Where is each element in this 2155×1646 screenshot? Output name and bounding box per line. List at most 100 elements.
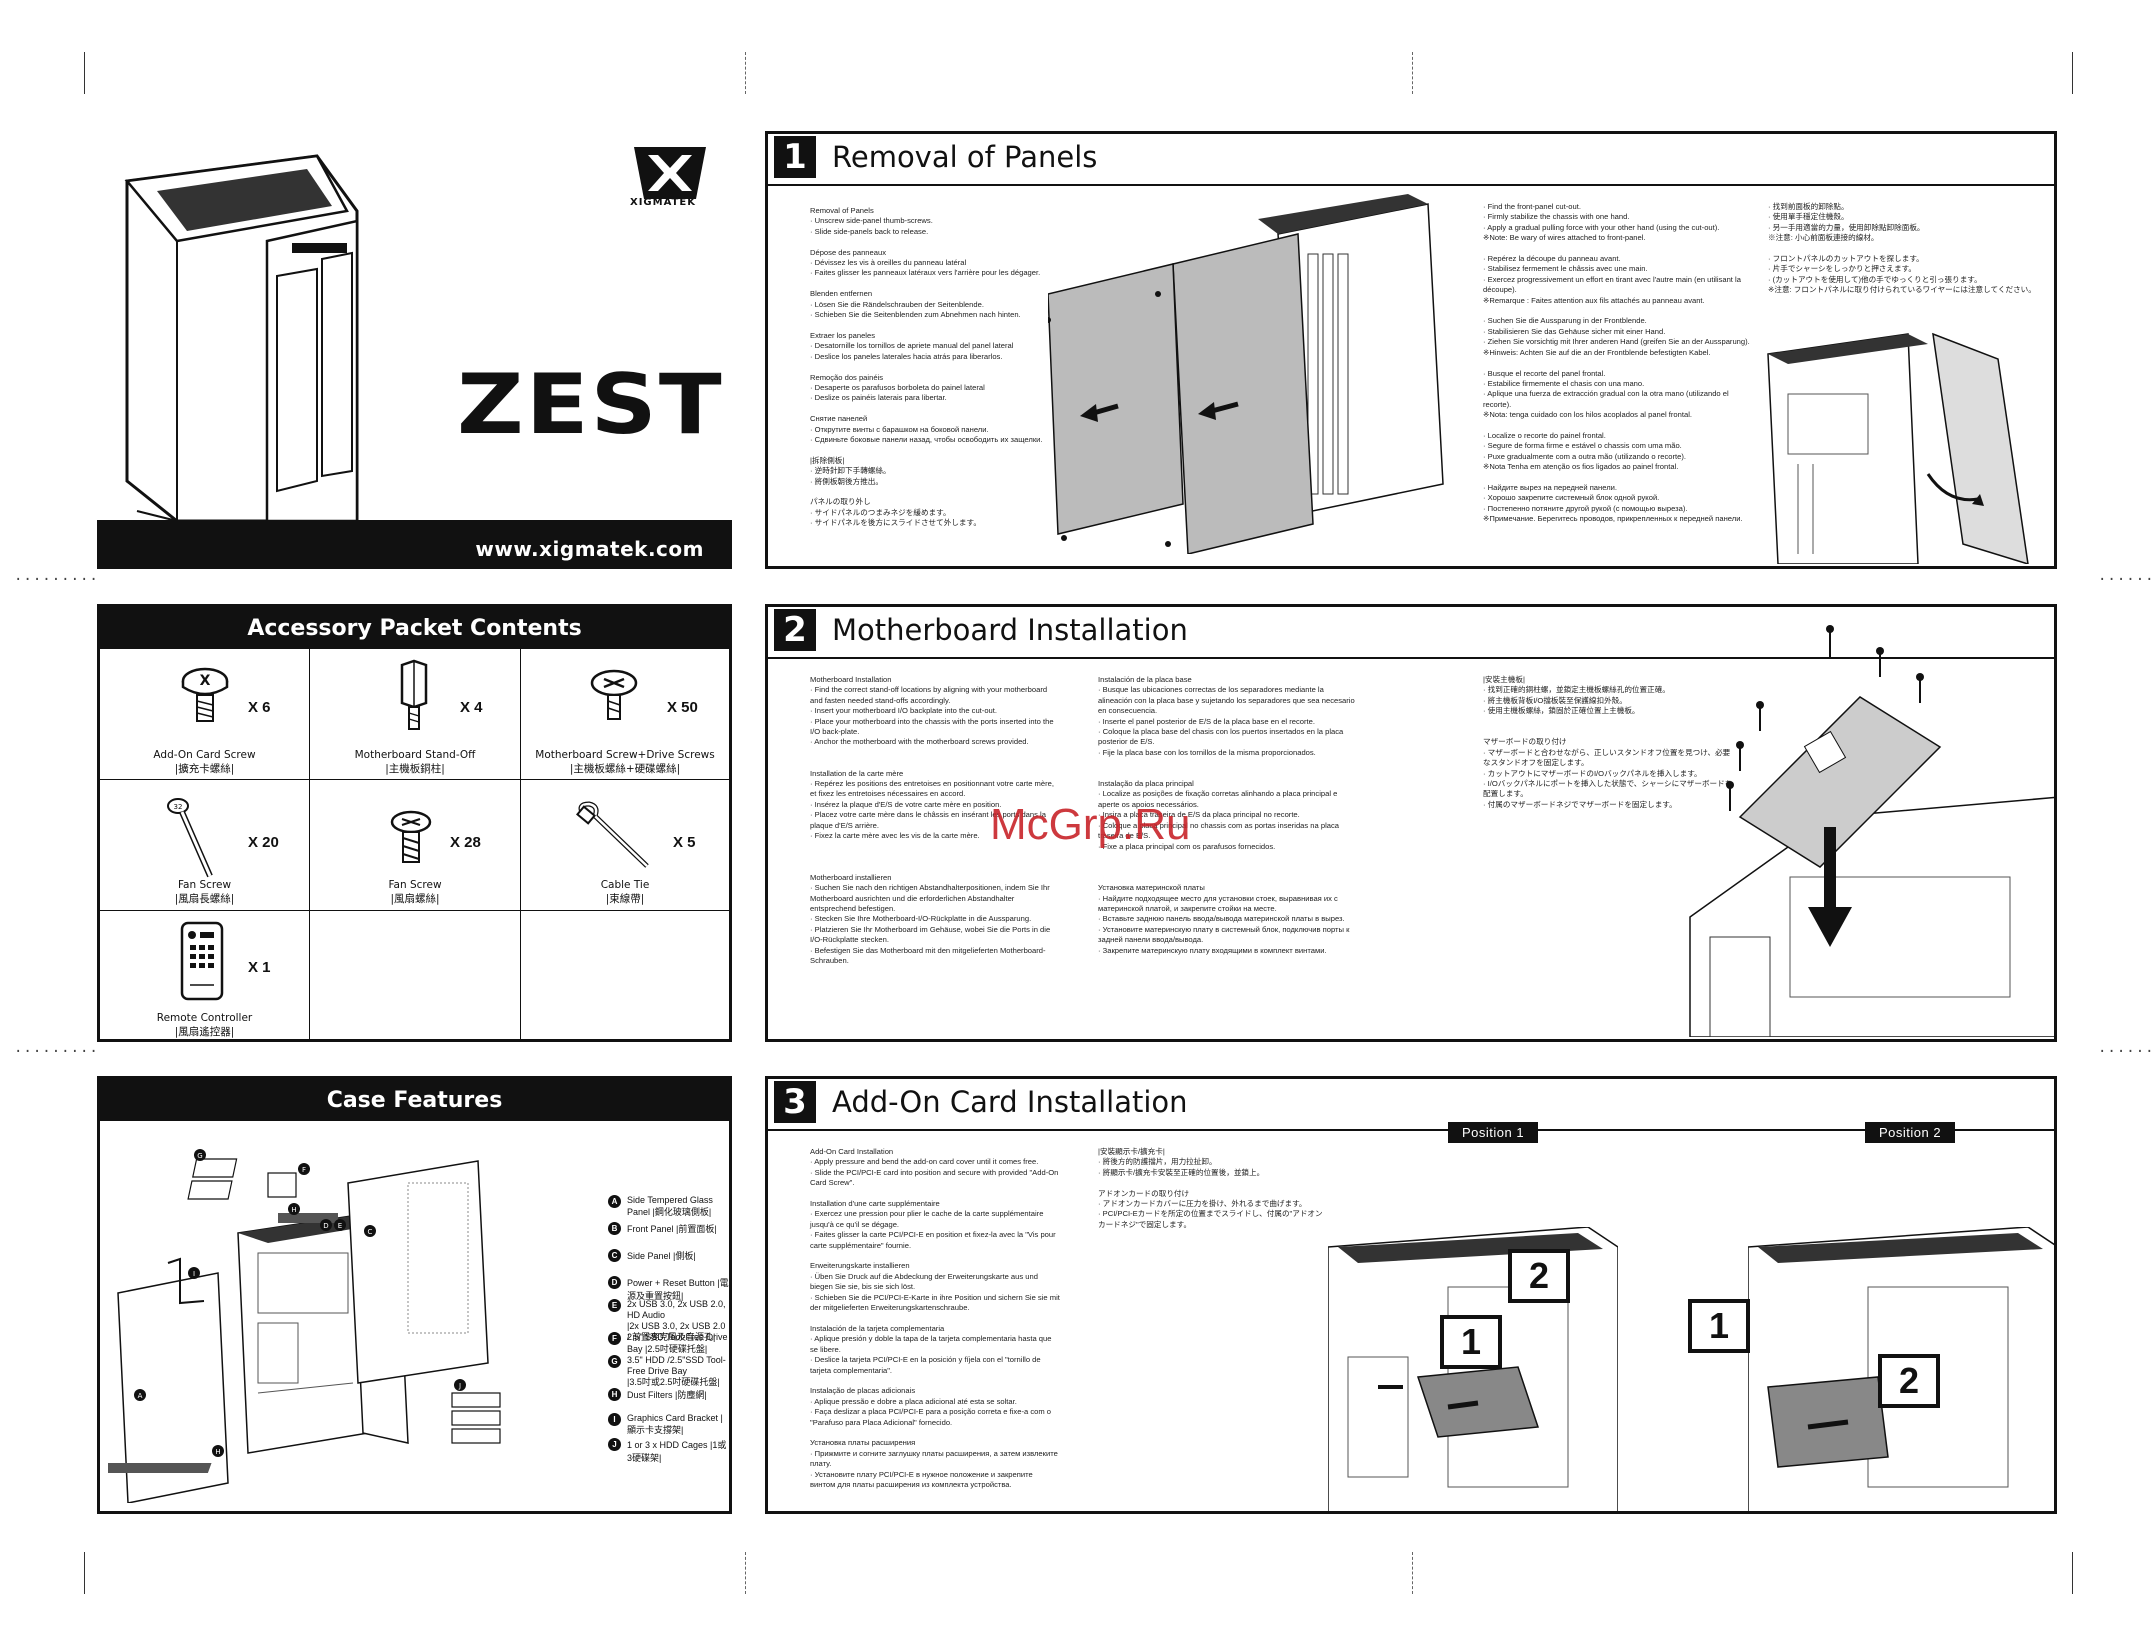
- step1-instructions-col1: Removal of Panels · Unscrew side-panel t…: [810, 206, 1043, 528]
- svg-text:C: C: [368, 1228, 373, 1236]
- features-title: Case Features: [100, 1079, 729, 1121]
- feature-item: B Front Panel |前置面板|: [608, 1222, 717, 1235]
- svg-text:X: X: [200, 673, 211, 689]
- feature-item: H Dust Filters |防塵網|: [608, 1388, 707, 1401]
- accessory-qty: X 6: [248, 699, 271, 716]
- feature-badge: E: [608, 1299, 621, 1312]
- features-panel: Case Features A B C G F H H D E I: [97, 1076, 732, 1514]
- fold-mark: ·········: [14, 572, 99, 588]
- accessory-name: Remote Controller: [156, 1012, 253, 1024]
- cover-panel: XIGMATEK ZEST www.xigmatek.com: [97, 131, 732, 569]
- accessory-item: X X 6 Add-On Card Screw |擴充卡螺絲|: [100, 649, 310, 780]
- accessory-name-zh: |主機板螺絲+硬碟螺絲|: [569, 763, 681, 775]
- fold-mark: ·········: [2098, 1044, 2155, 1060]
- accessory-name: Motherboard Stand-Off: [354, 749, 476, 761]
- accessory-name-zh: |風扇螺絲|: [390, 893, 440, 905]
- feature-text: 1 or 3 x HDD Cages |1或3硬碟架|: [627, 1440, 727, 1463]
- front-panel-removal-illustration: [1767, 332, 2029, 564]
- feature-item: J 1 or 3 x HDD Cages |1或3硬碟架|: [608, 1438, 729, 1464]
- fold-mark: [745, 1552, 746, 1594]
- svg-text:J: J: [458, 1382, 461, 1390]
- fold-mark: ·········: [2098, 572, 2155, 588]
- accessory-qty: X 1: [248, 959, 271, 976]
- position-1-illustration: [1328, 1227, 1618, 1511]
- accessory-qty: X 50: [667, 699, 698, 716]
- feature-text: Dust Filters |防塵網|: [627, 1390, 707, 1400]
- panel-removal-illustration: [1048, 194, 1444, 554]
- remote-icon: [180, 921, 224, 1001]
- step-marker-2: 2: [1878, 1354, 1940, 1408]
- accessory-item: X 50 Motherboard Screw+Drive Screws |主機板…: [521, 649, 729, 780]
- feature-item: G 3.5" HDD /2.5"SSD Tool-Free Drive Bay |…: [608, 1355, 729, 1388]
- feature-text: Graphics Card Bracket |顯示卡支撐架|: [627, 1413, 723, 1435]
- accessory-qty: X 28: [450, 834, 481, 851]
- fold-mark: ·········: [14, 1044, 99, 1060]
- feature-text: 3.5" HDD /2.5"SSD Tool-Free Drive Bay |3…: [627, 1355, 726, 1387]
- feature-badge: B: [608, 1222, 621, 1235]
- step1-instructions-col2: · Find the front-panel cut-out. · Firmly…: [1483, 202, 1750, 524]
- step2-instructions-col1: Motherboard Installation · Find the corr…: [810, 675, 1054, 965]
- website-link[interactable]: www.xigmatek.com: [475, 537, 704, 561]
- fold-mark: [745, 52, 746, 94]
- step-marker-1: 1: [1688, 1299, 1750, 1353]
- step-number: 2: [774, 609, 816, 651]
- accessory-title: Accessory Packet Contents: [100, 607, 729, 649]
- step2-instructions-col3: |安裝主機板| · 找到正確的銅柱螺，並鎖定主機板螺絲孔的位置正確。 · 將主機…: [1483, 675, 1733, 809]
- svg-text:32: 32: [174, 803, 183, 811]
- cable-tie-icon: [576, 801, 649, 868]
- accessory-name-zh: |束線帶|: [605, 893, 645, 905]
- svg-text:D: D: [323, 1222, 328, 1230]
- svg-text:E: E: [338, 1222, 342, 1230]
- step-marker-1: 1: [1440, 1315, 1502, 1369]
- fan-screw-icon: [390, 810, 432, 863]
- accessory-qty: X 5: [673, 834, 696, 851]
- brand-name: XIGMATEK: [630, 197, 696, 208]
- exploded-view-illustration: A B C G F H H D E I J: [108, 1149, 501, 1503]
- accessory-qty: X 4: [460, 699, 483, 716]
- accessory-empty-cell: [521, 911, 729, 1039]
- feature-text: 2.5" SSD Tool-Free Drive Bay |2.5吋硬碟托盤|: [627, 1332, 728, 1354]
- feature-text: Side Panel |側板|: [627, 1251, 696, 1261]
- cover-footer-bar: www.xigmatek.com: [97, 520, 732, 569]
- accessory-name-zh: |風扇長螺絲|: [174, 893, 235, 905]
- feature-badge: A: [608, 1195, 621, 1208]
- feature-badge: F: [608, 1332, 621, 1345]
- accessory-item: X 28 Fan Screw |風扇螺絲|: [310, 780, 521, 911]
- svg-text:G: G: [197, 1152, 202, 1160]
- feature-badge: D: [608, 1276, 621, 1289]
- feature-badge: G: [608, 1355, 621, 1368]
- step-divider: [768, 1129, 2054, 1131]
- step2-panel: 2 Motherboard Installation Motherboard I…: [765, 604, 2057, 1042]
- standoff-icon: [400, 659, 428, 730]
- accessory-qty: X 20: [248, 834, 279, 851]
- step3-instructions-col1: Add-On Card Installation · Apply pressur…: [810, 1147, 1060, 1489]
- feature-badge: J: [608, 1438, 621, 1451]
- fold-mark: [1412, 1552, 1413, 1594]
- accessory-name: Cable Tie: [600, 879, 650, 891]
- accessory-grid: X X 6 Add-On Card Screw |擴充卡螺絲| X 4 Moth…: [100, 649, 729, 1039]
- screw-icon: [590, 669, 638, 720]
- position-1-label: Position 1: [1448, 1122, 1539, 1143]
- motherboard-install-illustration: [1689, 625, 2054, 1037]
- long-screw-icon: 32: [167, 798, 213, 878]
- feature-badge: I: [608, 1413, 621, 1426]
- step-marker-2: 2: [1508, 1249, 1570, 1303]
- feature-badge: H: [608, 1388, 621, 1401]
- step3-instructions-col2: |安裝顯示卡/擴充卡| · 將後方的防護擋片，用力拉扯卸。 · 將顯示卡/擴充卡…: [1098, 1147, 1323, 1229]
- step-title: Add-On Card Installation: [832, 1085, 1188, 1119]
- feature-text: Front Panel |前置面板|: [627, 1224, 717, 1234]
- step-title: Removal of Panels: [832, 140, 1098, 174]
- accessory-name-zh: |擴充卡螺絲|: [174, 763, 235, 775]
- svg-text:F: F: [302, 1166, 306, 1174]
- accessory-item: X 5 Cable Tie |束線帶|: [521, 780, 729, 911]
- accessory-name-zh: |主機板銅柱|: [385, 763, 445, 775]
- watermark: McGrp.Ru: [990, 800, 1191, 849]
- accessory-empty-cell: [310, 911, 521, 1039]
- feature-text: Power + Reset Button |電源及重置按鈕|: [627, 1278, 729, 1301]
- accessory-name: Motherboard Screw+Drive Screws: [535, 749, 715, 761]
- product-name: ZEST: [457, 356, 724, 453]
- crop-mark: [2072, 52, 2073, 94]
- accessory-panel: Accessory Packet Contents X X 6 Add-On C…: [97, 604, 732, 1042]
- step1-instructions-col3: · 找到前面板的卸除點。 · 使用單手穩定住機殼。 · 另一手用適當的力量，使用…: [1768, 202, 2036, 295]
